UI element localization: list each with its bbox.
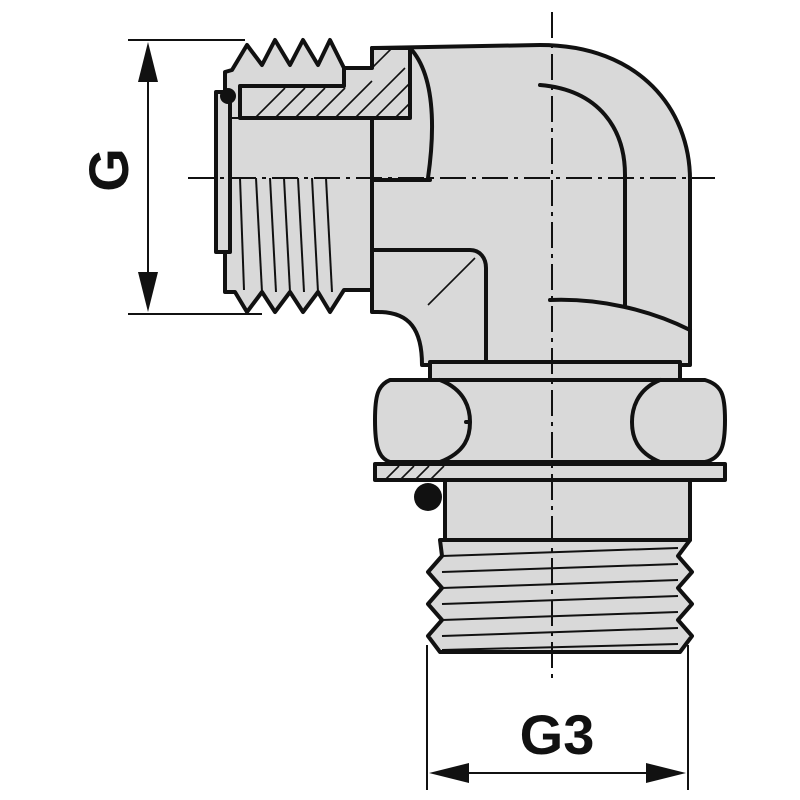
bottom-thread-stud xyxy=(426,478,694,654)
dim-g-arrow-top xyxy=(138,42,158,82)
side-face-oring xyxy=(220,88,236,104)
hex-collar xyxy=(428,360,682,382)
hex-face-right xyxy=(630,378,662,464)
dim-g3-arrow-right xyxy=(646,763,686,783)
dim-g3-arrow-left xyxy=(429,763,469,783)
dim-g-label: G xyxy=(77,148,140,192)
oring-left xyxy=(414,483,442,511)
elbow-outline xyxy=(370,43,692,367)
dim-g-arrow-bottom xyxy=(138,272,158,312)
dimension-g3: G3 xyxy=(426,645,689,790)
bottom-thread-body xyxy=(426,538,694,654)
elbow-body xyxy=(238,43,692,367)
bottom-neck xyxy=(443,478,692,542)
dimension-g: G xyxy=(77,39,262,315)
washer-hatch xyxy=(384,465,445,481)
elbow-inner-curve xyxy=(538,83,627,307)
elbow-inner-curve-outer xyxy=(408,46,435,180)
hex-nut xyxy=(373,360,727,464)
elbow-side-flat-diag xyxy=(427,257,476,306)
dim-g3-label: G3 xyxy=(520,703,595,766)
elbow-side-flat xyxy=(370,178,488,367)
elbow-lower-curve xyxy=(548,297,692,332)
side-face-ring xyxy=(214,90,232,254)
side-thread-lines xyxy=(239,177,333,293)
section-hatch-top xyxy=(238,46,412,120)
bottom-thread-lines xyxy=(441,547,679,651)
hex-nut-outline xyxy=(373,378,727,464)
